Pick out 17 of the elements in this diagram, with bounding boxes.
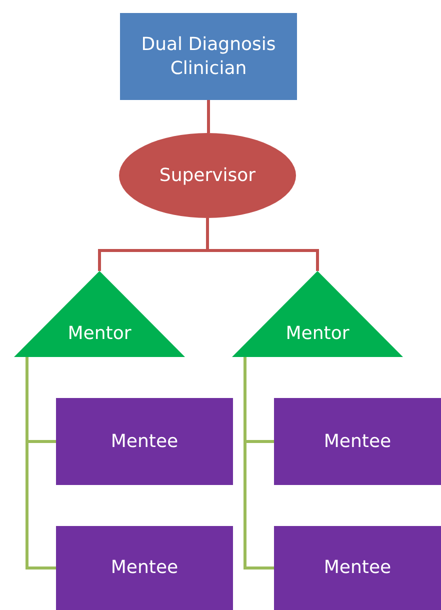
role-label: Mentee — [322, 556, 392, 580]
role-triangle — [232, 271, 403, 357]
role-ellipse — [119, 133, 296, 218]
role-box — [120, 13, 297, 100]
role-label: Mentee — [110, 430, 180, 454]
role-label: Mentee — [110, 556, 180, 580]
role-label: Mentee — [322, 430, 392, 454]
role-label: Mentor — [284, 322, 350, 345]
role-box — [274, 526, 441, 610]
role-label: Dual Diagnosis Clinician — [140, 33, 277, 80]
role-triangle — [14, 271, 185, 357]
role-label: Mentor — [66, 322, 132, 345]
role-box — [56, 398, 233, 485]
role-label: Supervisor — [158, 164, 257, 188]
role-box — [56, 526, 233, 610]
connector-line — [207, 100, 210, 133]
role-box — [274, 398, 441, 485]
